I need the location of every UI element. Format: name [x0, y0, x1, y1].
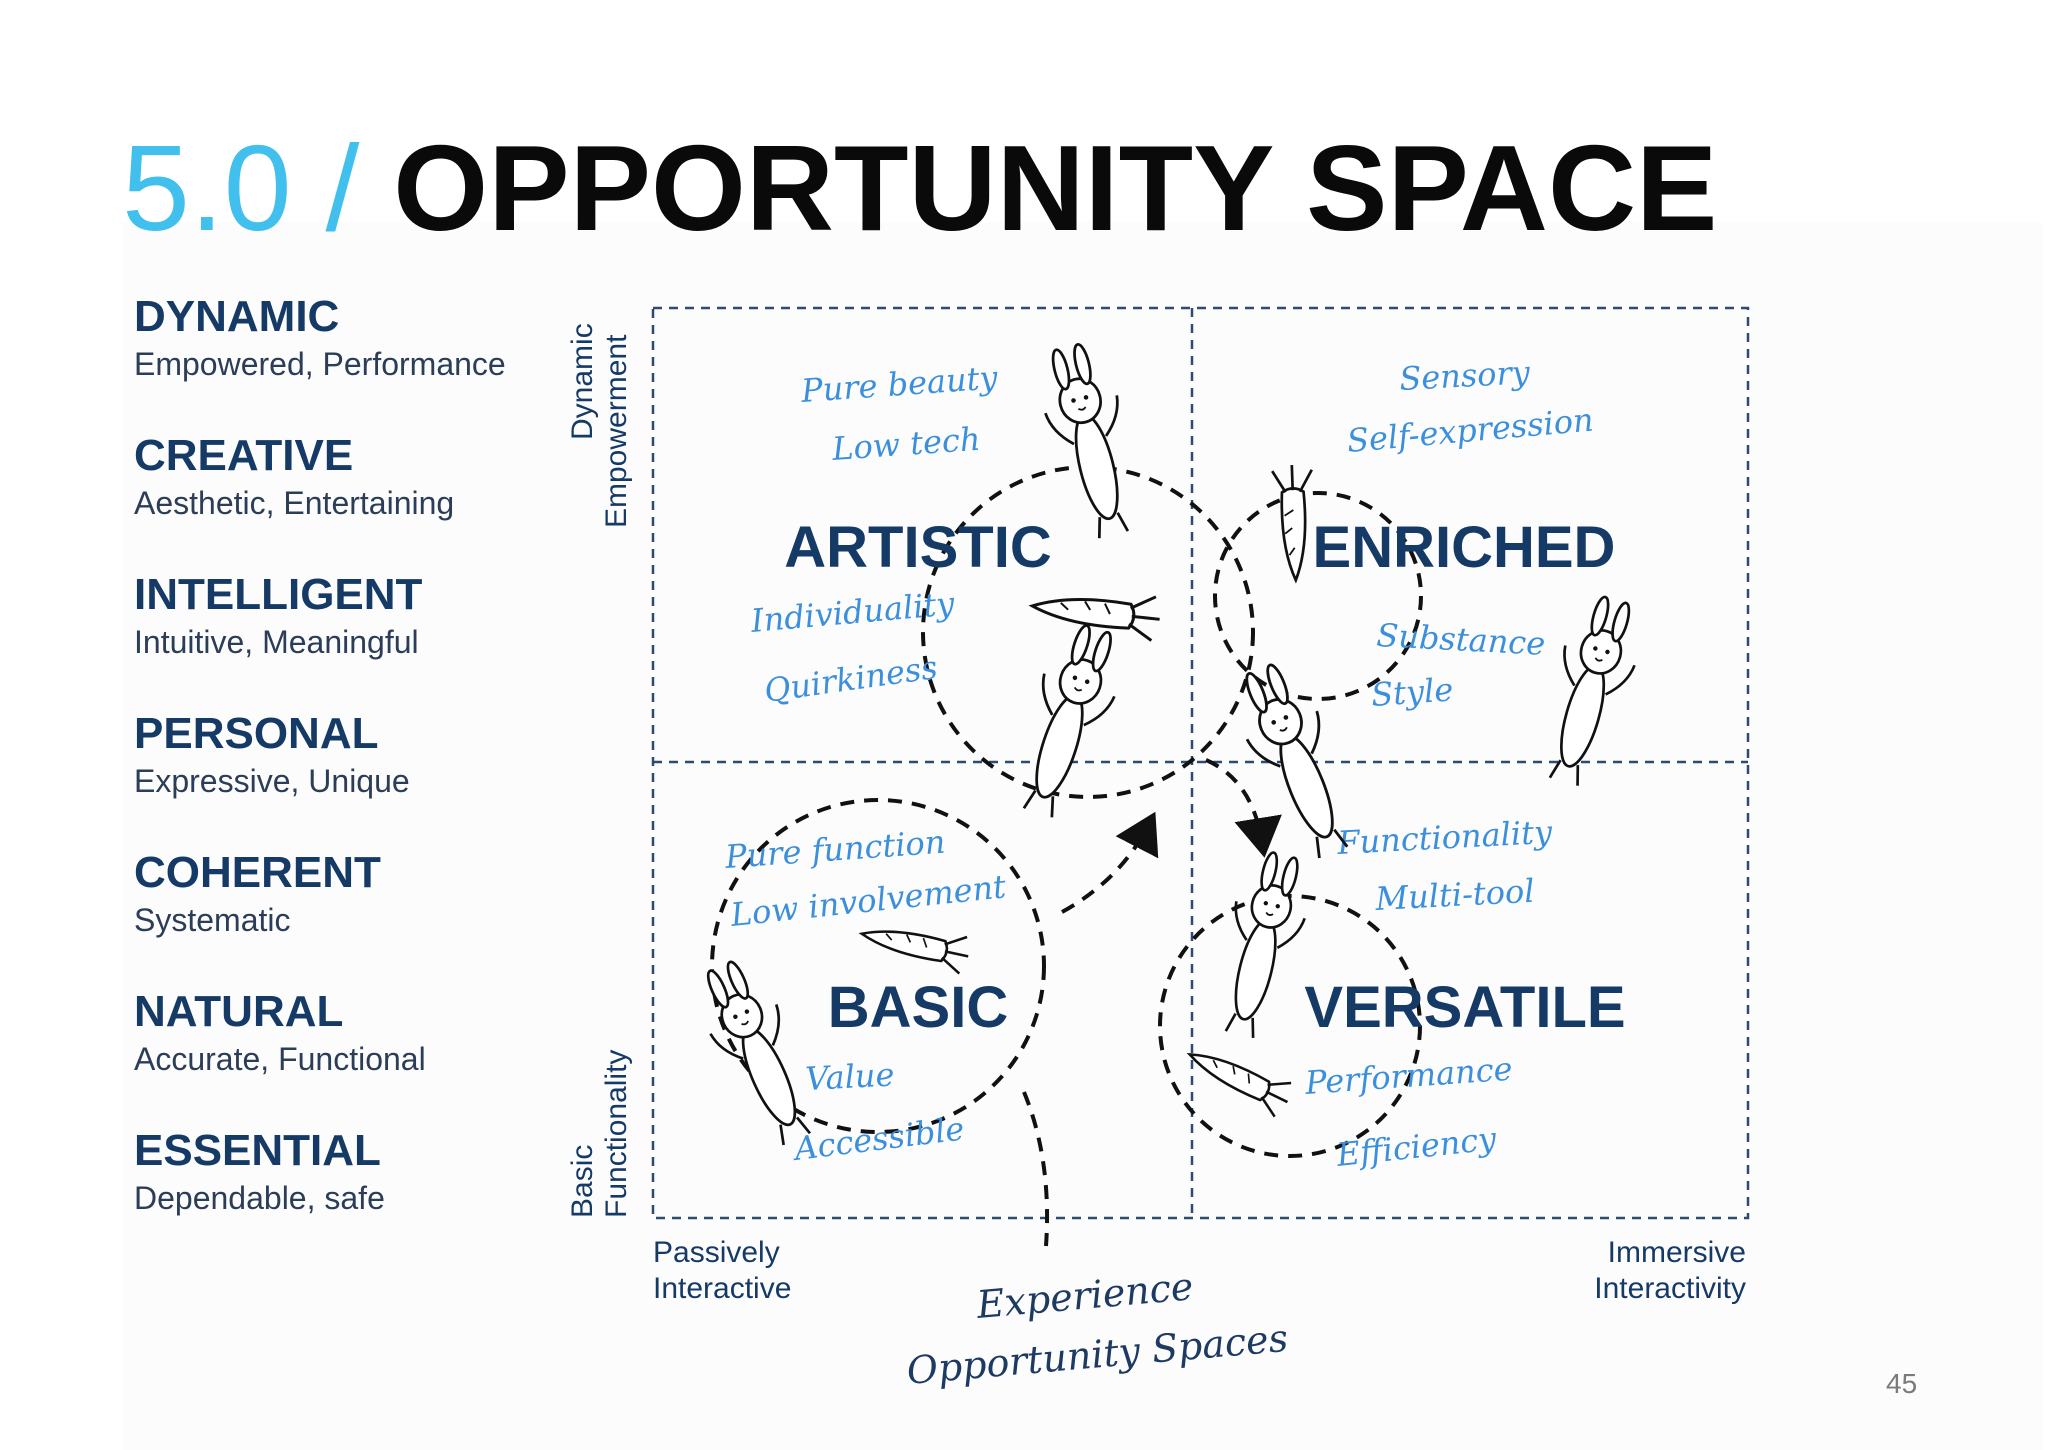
enriched-circle [1213, 491, 1423, 701]
rabbit-icon [1203, 845, 1320, 1045]
legend-heading: INTELLIGENT [134, 570, 423, 619]
note-pure-beauty: Pure beauty [799, 358, 1000, 410]
note-substance: Substance [1376, 616, 1547, 663]
axis-label-dynamic: Dynamic [566, 323, 599, 440]
note-low-involvement: Low involvement [728, 867, 1008, 934]
legend-subtitle: Aesthetic, Entertaining [134, 485, 455, 521]
axis-label-interactivity: Interactivity [1594, 1272, 1746, 1305]
quadrant-label-artistic: ARTISTIC [784, 515, 1051, 580]
section-number: 5.0 / [122, 120, 360, 256]
slide-title: 5.0 / OPPORTUNITY SPACE [122, 118, 1717, 258]
note-efficiency: Efficiency [1334, 1119, 1499, 1174]
note-sensory: Sensory [1398, 353, 1531, 398]
carrot-icon [1028, 582, 1164, 643]
note-pure-function: Pure function [723, 823, 947, 876]
axis-label-interactive: Interactive [653, 1272, 791, 1305]
axis-label-passively: Passively [653, 1236, 780, 1269]
axis-label-empowerment: Empowerment [600, 334, 633, 528]
legend-subtitle: Systematic [134, 902, 291, 938]
page-number: 45 [1886, 1368, 1918, 1399]
legend-item: INTELLIGENT Intuitive, Meaningful [134, 570, 422, 662]
legend-item: NATURAL Accurate, Functional [134, 987, 426, 1079]
legend-subtitle: Empowered, Performance [134, 346, 506, 382]
legend-item: PERSONAL Expressive, Unique [134, 709, 410, 801]
axis-label-immersive: Immersive [1608, 1236, 1746, 1269]
legend-item: COHERENT Systematic [134, 848, 381, 940]
legend-subtitle: Intuitive, Meaningful [134, 624, 419, 660]
legend-subtitle: Accurate, Functional [134, 1041, 426, 1077]
rabbit-icon [1029, 336, 1151, 545]
legend-subtitle: Dependable, safe [134, 1180, 385, 1216]
note-performance: Performance [1303, 1050, 1514, 1102]
legend-heading: NATURAL [134, 987, 344, 1036]
legend-item: CREATIVE Aesthetic, Entertaining [134, 431, 454, 523]
caption-leader-line [1022, 1091, 1050, 1247]
title-text: OPPORTUNITY SPACE [393, 120, 1718, 256]
quadrant-label-enriched: ENRICHED [1313, 515, 1616, 580]
legend-item: DYNAMIC Empowered, Performance [134, 292, 506, 384]
note-functionality: Functionality [1335, 813, 1553, 862]
carrot-icon [1180, 1036, 1297, 1121]
carrot-icon [856, 914, 974, 976]
legend-heading: PERSONAL [134, 709, 379, 758]
legend-heading: CREATIVE [134, 431, 354, 480]
legend-item: ESSENTIAL Dependable, safe [134, 1126, 385, 1218]
note-multi-tool: Multi-tool [1373, 872, 1535, 918]
rabbit-icon [685, 950, 832, 1156]
arrow-basic-to-artistic [1061, 811, 1159, 914]
rabbit-icon [1001, 616, 1134, 826]
note-value: Value [804, 1055, 895, 1098]
quadrant-label-versatile: VERSATILE [1304, 975, 1625, 1040]
basic-circle [710, 798, 1046, 1134]
axis-label-functionality: Functionality [600, 1050, 633, 1218]
carrot-icon [1270, 462, 1317, 583]
note-self-expression: Self-expression [1345, 401, 1595, 460]
arrow-to-versatile [1205, 758, 1282, 858]
note-individuality: Individuality [748, 584, 956, 640]
note-style: Style [1370, 670, 1454, 714]
axis-label-basic: Basic [566, 1145, 599, 1218]
caption-opportunity-spaces: Opportunity Spaces [905, 1316, 1290, 1393]
legend-heading: ESSENTIAL [134, 1126, 381, 1175]
legend-heading: DYNAMIC [134, 292, 340, 341]
legend-subtitle: Expressive, Unique [134, 763, 410, 799]
legend-heading: COHERENT [134, 848, 381, 897]
quadrant-label-basic: BASIC [828, 975, 1008, 1040]
caption-experience: Experience [974, 1264, 1195, 1327]
note-low-tech: Low tech [830, 420, 982, 468]
note-quirkiness: Quirkiness [762, 648, 940, 710]
